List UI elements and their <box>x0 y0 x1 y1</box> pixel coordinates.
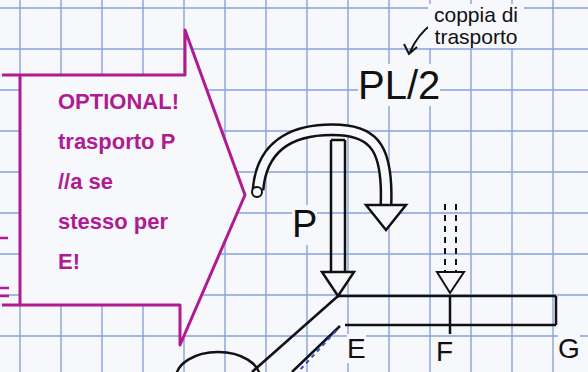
dashed-axis <box>298 331 336 372</box>
dashed-force <box>437 204 464 293</box>
arrow-outline <box>2 28 248 348</box>
point-label: F <box>436 337 453 366</box>
side-marks <box>0 238 9 296</box>
force-arrow <box>322 140 354 296</box>
couple-arrow <box>252 130 406 230</box>
hinge-circle <box>176 352 260 372</box>
note-arrow: OPTIONAL! trasporto P //a se stesso per … <box>2 28 248 348</box>
leader-arrow-head <box>404 44 417 54</box>
moment-label: PL/2 <box>358 64 440 106</box>
note-label: coppia di trasporto <box>428 4 524 48</box>
beam <box>252 296 556 372</box>
point-label: G <box>558 334 580 363</box>
note-text: OPTIONAL! trasporto P //a se stesso per … <box>58 82 180 282</box>
force-label: P <box>292 205 317 245</box>
point-label: E <box>347 334 366 363</box>
